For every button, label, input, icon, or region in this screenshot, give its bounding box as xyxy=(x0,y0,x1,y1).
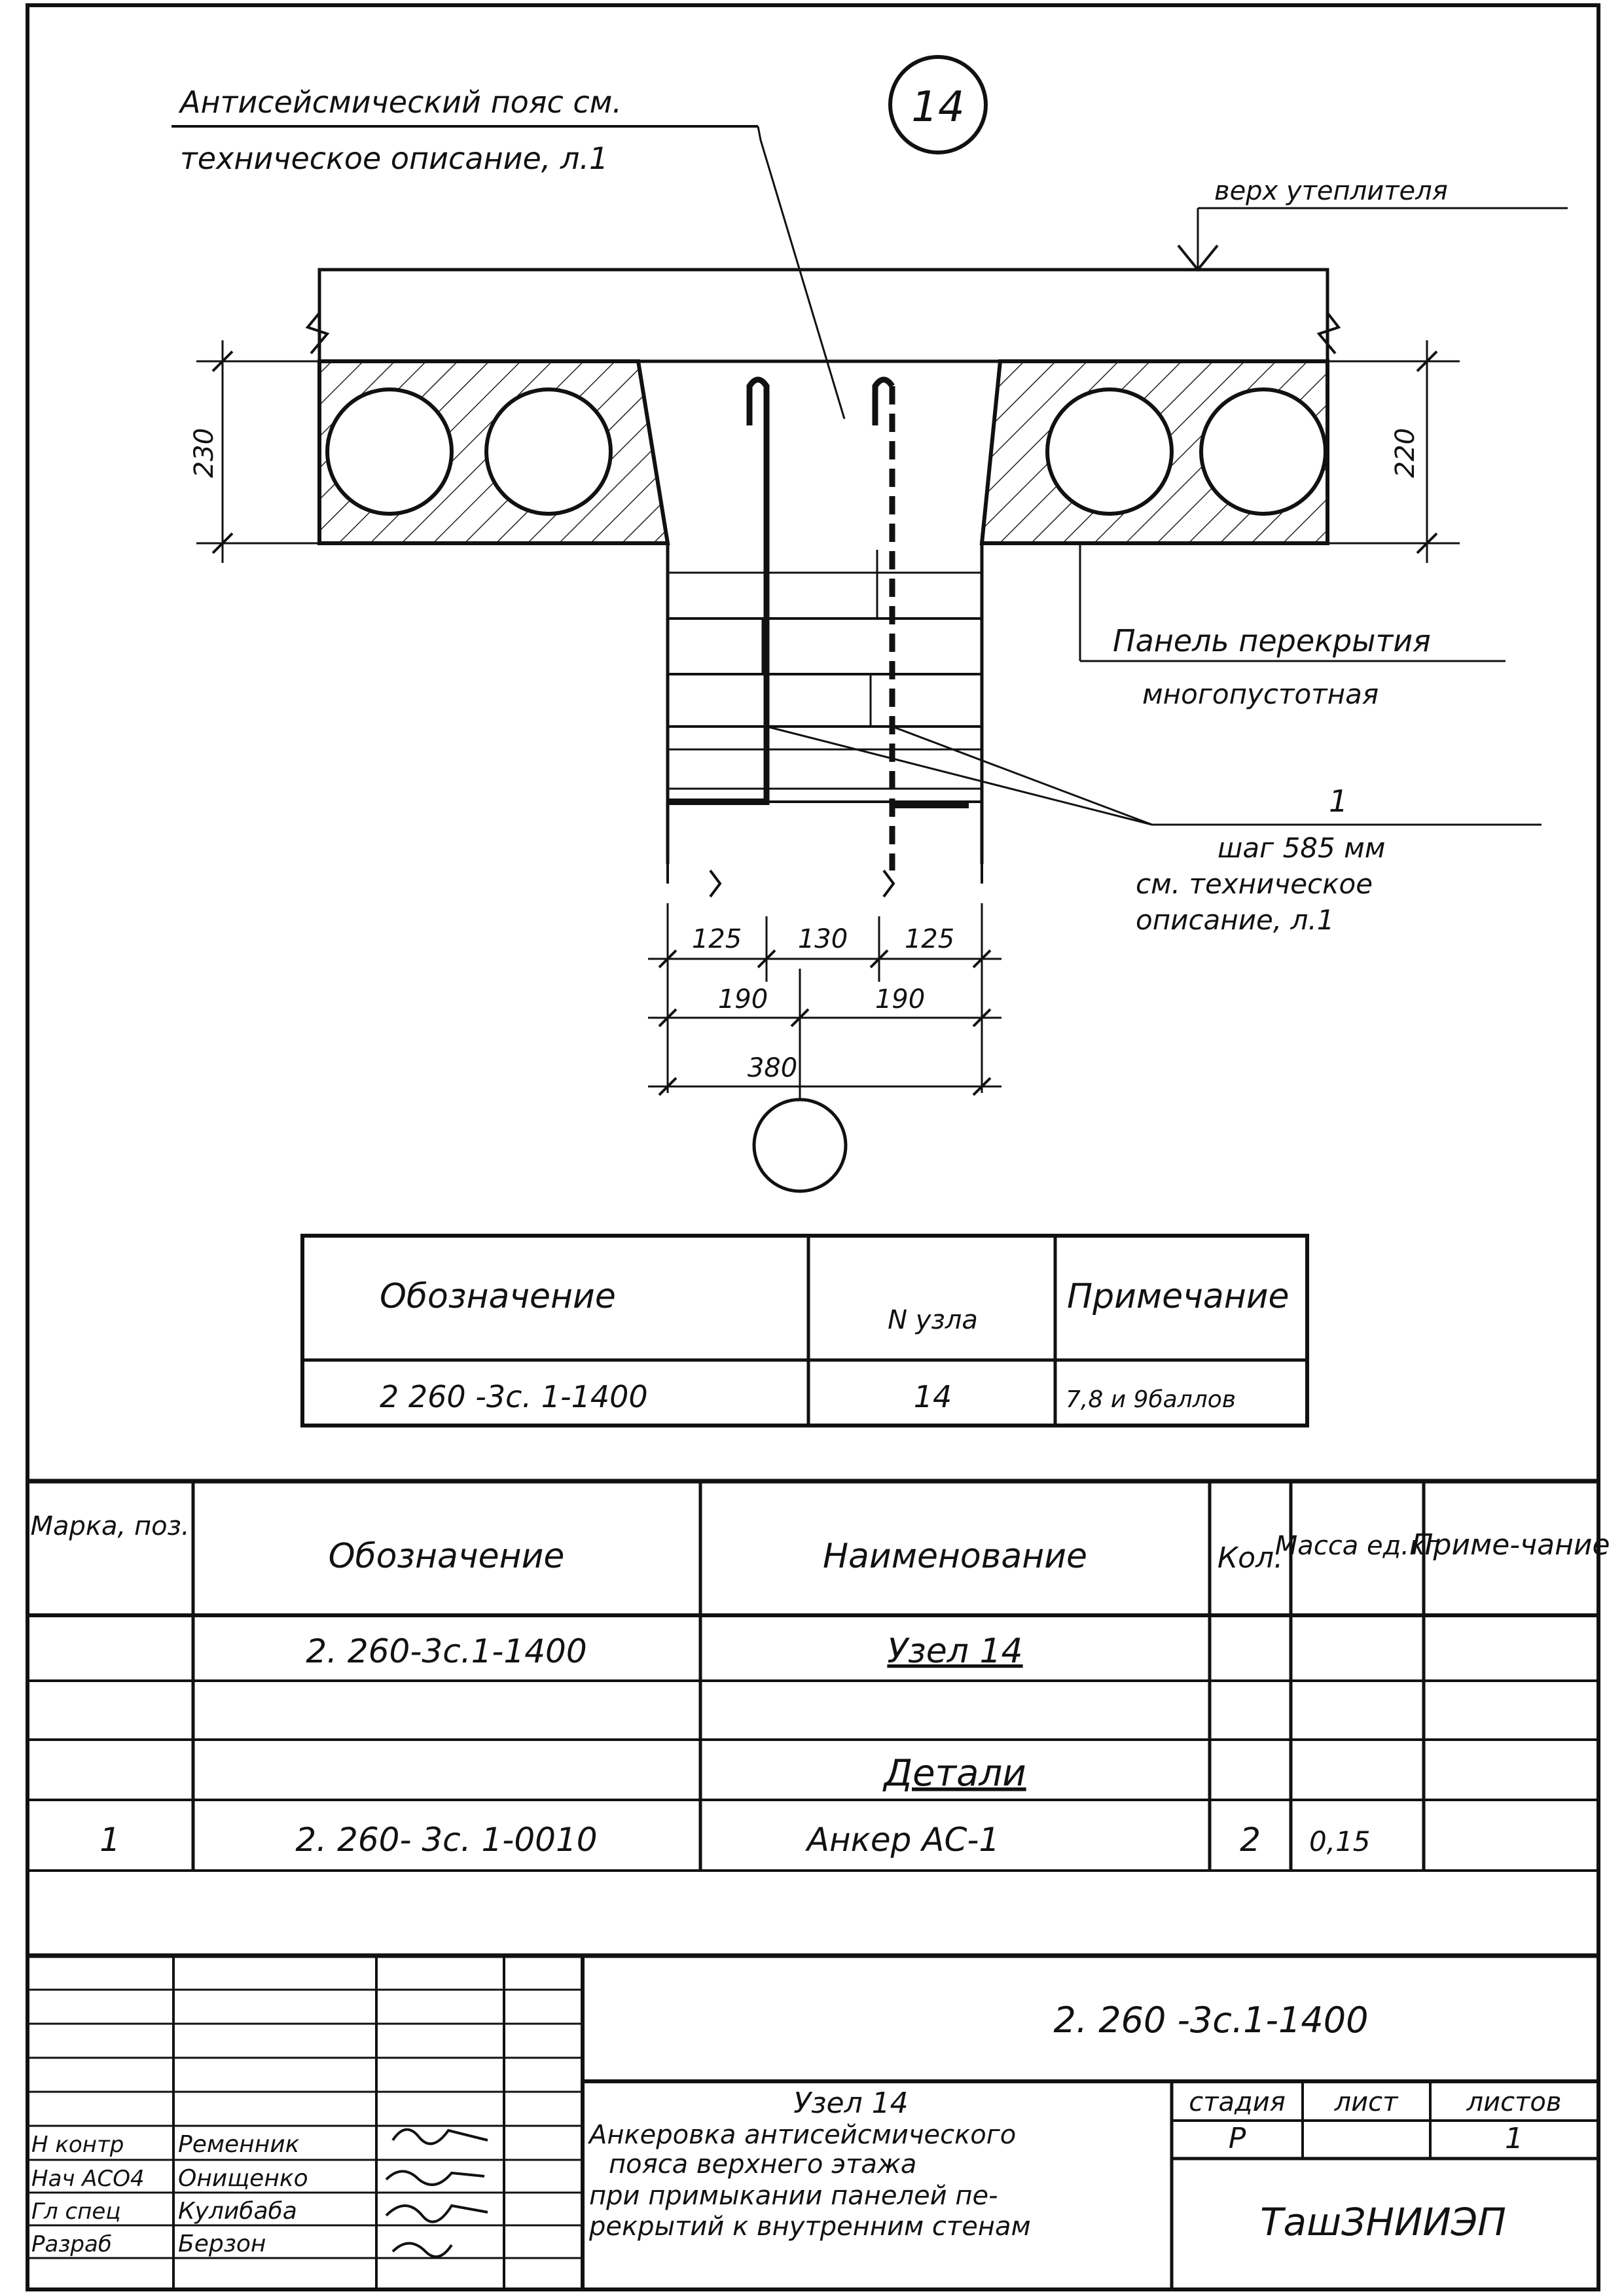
anchor-right xyxy=(872,376,895,870)
break-mark-wall-left xyxy=(709,869,722,898)
node-table-cell-node: 14 xyxy=(914,1379,952,1414)
stage-value: Р xyxy=(1229,2122,1246,2155)
title-line1: Узел 14 xyxy=(793,2087,908,2120)
spec-row4-qty: 2 xyxy=(1240,1821,1261,1859)
anchor-callout-number: 1 xyxy=(1329,783,1348,819)
dimension-chain: 125 130 125 190 190 380 xyxy=(648,903,1001,1096)
title-line5: рекрытий к внутренним стенам xyxy=(588,2212,1031,2242)
sheet-frame xyxy=(26,3,1600,2291)
spec-row4-name: Анкер АС-1 xyxy=(805,1821,1000,1859)
spec-row4-designation: 2. 260- 3с. 1-0010 xyxy=(295,1821,597,1859)
dim-left-height: 230 xyxy=(189,428,219,478)
spec-row3-name: Детали xyxy=(882,1752,1026,1795)
belt-callout-line1: Антисейсмический пояс см. xyxy=(178,84,622,120)
staff-role-4: Разраб xyxy=(31,2231,112,2257)
dim-125-left: 125 xyxy=(692,924,742,954)
dim-190-right: 190 xyxy=(875,984,925,1014)
spec-header-name: Наименование xyxy=(823,1537,1087,1576)
staff-role-3: Гл спец xyxy=(31,2198,120,2225)
spec-row1-designation: 2. 260-3с.1-1400 xyxy=(306,1632,586,1670)
anchor-leader-2 xyxy=(892,725,1153,826)
insulation-layer xyxy=(317,268,1329,363)
anchor-leader-1 xyxy=(766,725,1153,826)
title-block: 2. 260 -3с.1-1400 Узел 14 Анкеровка анти… xyxy=(27,1953,1598,2289)
staff-role-2: Нач АСО4 xyxy=(31,2166,145,2192)
dim-125-right: 125 xyxy=(905,924,954,954)
wall-masonry xyxy=(666,543,984,864)
break-mark-wall-right xyxy=(882,869,895,898)
staff-name-3: Кулибаба xyxy=(178,2198,297,2225)
belt-leader-line xyxy=(757,126,846,420)
stage-label: стадия xyxy=(1189,2087,1286,2117)
left-slab-panel xyxy=(317,359,670,545)
signature-3 xyxy=(385,2204,488,2223)
spec-row1-name: Узел 14 xyxy=(887,1632,1022,1671)
spec-header-designation: Обозначение xyxy=(329,1537,565,1576)
belt-callout-line2: техническое описание, л.1 xyxy=(180,141,608,176)
spec-header-mark: Марка, поз. xyxy=(30,1511,189,1541)
dim-130: 130 xyxy=(798,924,848,954)
right-slab-panel xyxy=(979,359,1329,545)
anchor-step: шаг 585 мм xyxy=(1218,832,1385,864)
specification-table: Марка, поз. Обозначение Наименование Кол… xyxy=(27,1479,1610,1872)
organization: ТашЗНИИЭП xyxy=(1260,2200,1506,2244)
spec-row4-mass: 0,15 xyxy=(1309,1825,1371,1857)
dim-380: 380 xyxy=(748,1053,797,1083)
break-mark-left xyxy=(305,312,330,355)
belt-core-right-edge xyxy=(980,361,1002,544)
staff-role-1: Н контр xyxy=(31,2132,124,2158)
node-number-circle xyxy=(888,55,988,154)
node-table-cell-designation: 2 260 -3с. 1-1400 xyxy=(380,1379,648,1414)
staff-name-4: Берзон xyxy=(178,2231,266,2257)
sheets-value: 1 xyxy=(1505,2122,1523,2155)
title-line2: Анкеровка антисейсмического xyxy=(587,2120,1016,2150)
spec-row4-mark: 1 xyxy=(99,1821,120,1859)
node-table-cell-note: 7,8 и 9баллов xyxy=(1066,1386,1236,1413)
spec-header-note: Приме-чание xyxy=(1411,1528,1610,1562)
staff-name-1: Ременник xyxy=(178,2131,300,2158)
anchor-left xyxy=(746,376,770,805)
sheets-label: листов xyxy=(1466,2087,1562,2117)
node-drawing: 14 Антисейсмический пояс см. техническое… xyxy=(171,55,1568,1193)
staff-name-2: Онищенко xyxy=(178,2165,308,2192)
spec-header-qty: Кол. xyxy=(1218,1541,1283,1575)
signature-2 xyxy=(385,2170,485,2186)
belt-core-left-edge xyxy=(636,361,670,544)
break-mark-right xyxy=(1316,312,1341,355)
dim-190-left: 190 xyxy=(718,984,768,1014)
panel-label-line1: Панель перекрытия xyxy=(1113,623,1431,658)
spec-header-mass: Масса ед.кг xyxy=(1275,1531,1439,1561)
anchor-ref-line2: описание, л.1 xyxy=(1136,904,1335,936)
title-line3: пояса верхнего этажа xyxy=(609,2149,916,2179)
node-table-header-designation: Обозначение xyxy=(380,1277,616,1316)
sheet-label: лист xyxy=(1334,2087,1399,2117)
node-table-header-note: Примечание xyxy=(1067,1277,1290,1316)
node-table-header-node: N узла xyxy=(888,1305,978,1335)
insulation-top-label: верх утеплителя xyxy=(1214,176,1448,206)
dim-right-height: 220 xyxy=(1390,428,1420,478)
axis-marker-circle xyxy=(752,1098,848,1193)
anchor-ref-line1: см. техническое xyxy=(1136,868,1373,900)
title-code: 2. 260 -3с.1-1400 xyxy=(1054,2000,1369,2041)
panel-label-line2: многопустотная xyxy=(1142,678,1379,710)
node-reference-table: Обозначение N узла Примечание 2 260 -3с.… xyxy=(300,1234,1309,1427)
title-line4: при примыкании панелей пе- xyxy=(589,2181,998,2211)
signature-1 xyxy=(391,2128,488,2145)
signature-4 xyxy=(391,2242,453,2258)
node-number: 14 xyxy=(911,83,964,132)
